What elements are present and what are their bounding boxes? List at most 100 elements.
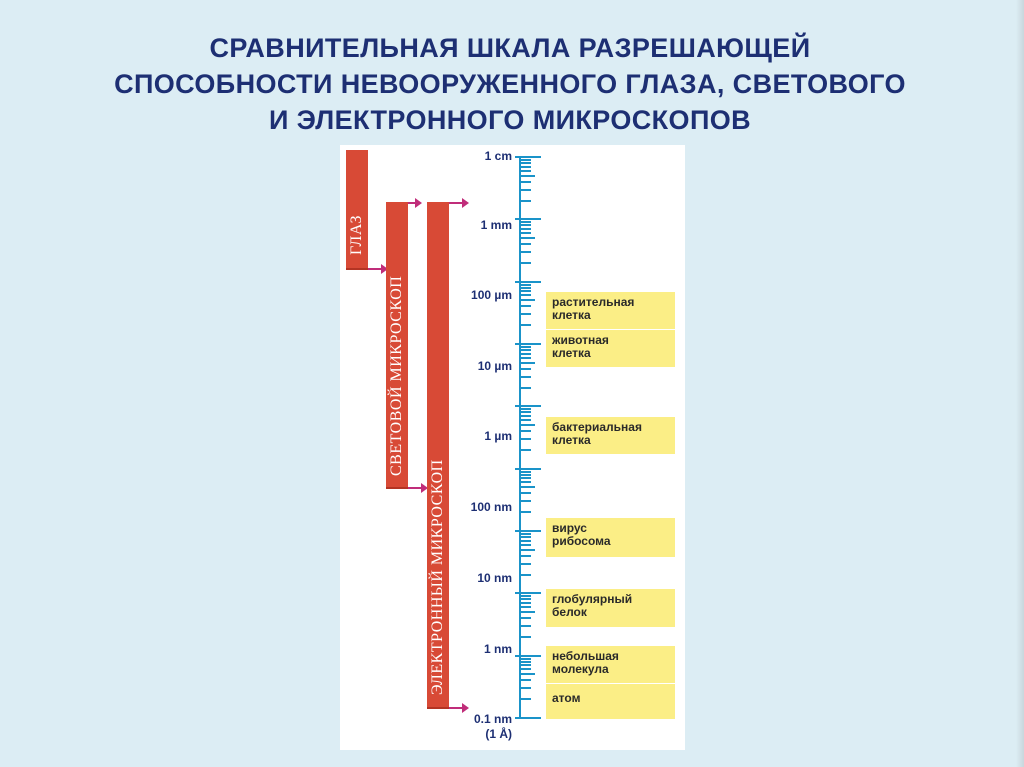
item-plant-cell-line-2: клетка — [552, 308, 591, 322]
light-arrow-top — [408, 198, 422, 208]
scale-minor-tick — [519, 356, 531, 359]
scale-minor-tick — [519, 477, 531, 480]
scale-major-tick — [515, 592, 541, 595]
light-microscope-bar — [386, 202, 408, 489]
scale-minor-tick — [519, 165, 531, 168]
scale-label-01nm: 0.1 nm — [473, 712, 512, 726]
scale-major-tick — [515, 280, 541, 283]
scale-minor-tick — [519, 221, 531, 224]
light-arrow-bottom — [408, 483, 428, 493]
scale-minor-tick — [519, 250, 531, 253]
scale-minor-tick — [519, 286, 531, 289]
item-globular-protein-line-1: глобулярный — [552, 592, 633, 606]
scale-minor-tick — [519, 261, 531, 264]
scale-minor-tick — [519, 237, 535, 240]
slide-title: СРАВНИТЕЛЬНАЯ ШКАЛА РАЗРЕШАЮЩЕЙ СПОСОБНО… — [40, 30, 980, 138]
scale-minor-tick — [519, 414, 531, 417]
scale-minor-tick — [519, 386, 531, 389]
item-globular-protein-line-2: белок — [552, 605, 587, 619]
scale-minor-tick — [519, 624, 531, 627]
electron-arrow-bottom — [449, 703, 469, 713]
item-virus-ribosome: вирус рибосома — [546, 518, 675, 558]
scale-minor-tick — [519, 375, 531, 378]
electron-microscope-bar — [427, 202, 449, 709]
scale-minor-tick — [519, 227, 531, 230]
scale-minor-tick — [519, 679, 531, 682]
scale-minor-tick — [519, 664, 531, 667]
scale-label-100nm: 100 nm — [470, 500, 512, 514]
item-ribosome: рибосома — [552, 534, 611, 548]
scale-minor-tick — [519, 437, 531, 440]
scale-minor-tick — [519, 511, 531, 514]
light-microscope-label: СВЕТОВОЙ МИКРОСКОП — [388, 275, 405, 476]
scale-minor-tick — [519, 367, 531, 370]
scale-minor-tick — [519, 539, 531, 542]
scale-minor-tick — [519, 635, 531, 638]
item-atom-label: атом — [552, 691, 581, 705]
scale-minor-tick — [519, 349, 531, 352]
item-small-molecule-line-1: небольшая — [552, 649, 619, 663]
scale-minor-tick — [519, 299, 535, 302]
item-bacterial-cell-line-2: клетка — [552, 433, 591, 447]
scale-major-tick — [515, 717, 541, 719]
title-line-2: СПОСОБНОСТИ НЕВООРУЖЕННОГО ГЛАЗА, СВЕТОВ… — [114, 69, 906, 99]
scale-minor-tick — [519, 536, 531, 539]
scale-minor-tick — [519, 500, 531, 503]
scale-major-tick — [515, 405, 541, 408]
scale-minor-tick — [519, 180, 531, 183]
scale-minor-tick — [519, 562, 531, 565]
item-bacterial-cell-line-1: бактериальная — [552, 420, 642, 434]
slide-edge — [1016, 0, 1024, 767]
scale-minor-tick — [519, 573, 531, 576]
electron-arrow-top — [449, 198, 469, 208]
scale-label-1um: 1 µm — [484, 429, 512, 443]
item-plant-cell: растительная клетка — [546, 292, 675, 330]
scale-minor-tick — [519, 411, 531, 414]
scale-minor-tick — [519, 595, 531, 598]
item-plant-cell-line-1: растительная — [552, 295, 635, 309]
scale-minor-tick — [519, 224, 531, 227]
scale-minor-tick — [519, 162, 531, 165]
scale-minor-tick — [519, 283, 531, 286]
scale-major-tick — [515, 530, 541, 532]
scale-minor-tick — [519, 424, 535, 427]
item-bacterial-cell: бактериальная клетка — [546, 417, 675, 455]
scale-minor-tick — [519, 481, 531, 484]
scale-minor-tick — [519, 554, 531, 557]
scale-label-10nm: 10 nm — [477, 571, 512, 585]
scale-minor-tick — [519, 611, 535, 614]
scale-minor-tick — [519, 408, 531, 411]
scale-major-tick — [515, 654, 541, 657]
scale-minor-tick — [519, 419, 531, 422]
scale-minor-tick — [519, 352, 531, 355]
eye-bar-label: ГЛАЗ — [348, 214, 365, 255]
item-atom: атом — [546, 684, 675, 720]
item-globular-protein: глобулярный белок — [546, 589, 675, 628]
item-virus: вирус — [552, 521, 587, 535]
scale-minor-tick — [519, 470, 531, 473]
eye-bar — [346, 150, 368, 270]
scale-minor-tick — [519, 492, 531, 495]
scale-minor-tick — [519, 486, 535, 489]
item-animal-cell: животная клетка — [546, 330, 675, 368]
scale-label-1cm: 1 cm — [484, 149, 512, 163]
scale-minor-tick — [519, 598, 531, 601]
scale-minor-tick — [519, 188, 531, 191]
scale-label-10um: 10 µm — [477, 359, 512, 373]
scale-minor-tick — [519, 174, 535, 177]
item-small-molecule-line-2: молекула — [552, 662, 609, 676]
scale-minor-tick — [519, 668, 531, 671]
scale-label-1mm: 1 mm — [480, 218, 512, 232]
scale-minor-tick — [519, 361, 535, 364]
scale-minor-tick — [519, 169, 531, 172]
scale-minor-tick — [519, 243, 531, 246]
scale-minor-tick — [519, 290, 531, 293]
scale-major-tick — [515, 467, 541, 470]
scale-label-100um: 100 µm — [471, 288, 512, 302]
scale-major-tick — [515, 218, 541, 221]
scale-minor-tick — [519, 313, 531, 316]
scale-minor-tick — [519, 199, 531, 202]
scale-minor-tick — [519, 532, 531, 535]
scale-minor-tick — [519, 617, 531, 620]
item-animal-cell-line-2: клетка — [552, 346, 591, 360]
